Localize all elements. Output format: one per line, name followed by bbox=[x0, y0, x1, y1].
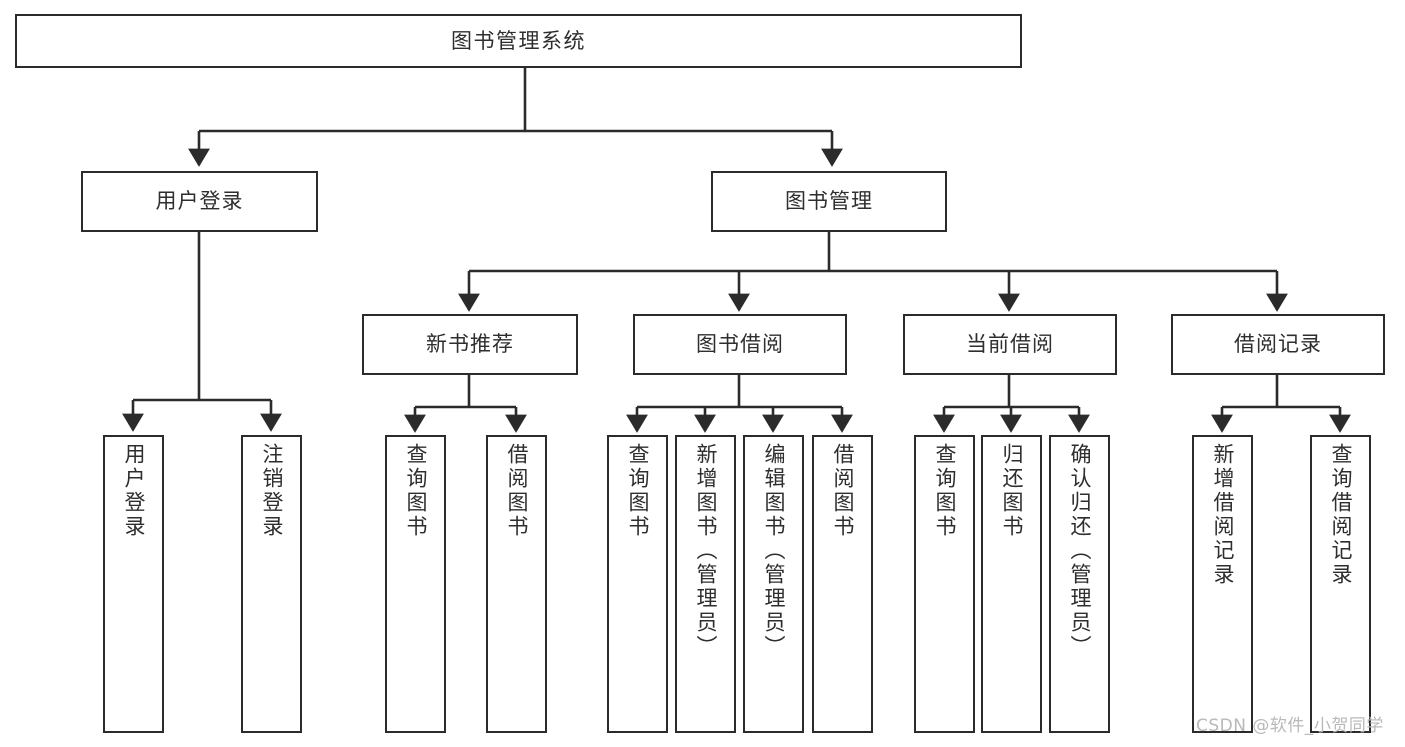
node-current-borrow[interactable]: 当前借阅 bbox=[903, 314, 1117, 375]
node-label: 借阅图书 bbox=[505, 443, 529, 539]
leaf-borrow-add-book-admin[interactable]: 新增图书（管理员） bbox=[675, 435, 736, 733]
node-label: 借阅记录 bbox=[1234, 332, 1322, 357]
node-label: 新增图书（管理员） bbox=[694, 443, 718, 659]
leaf-logout[interactable]: 注销登录 bbox=[241, 435, 302, 733]
node-label: 确认归还（管理员） bbox=[1068, 443, 1092, 659]
node-new-book-recommend[interactable]: 新书推荐 bbox=[362, 314, 578, 375]
leaf-user-login[interactable]: 用户登录 bbox=[103, 435, 164, 733]
leaf-recommend-query-book[interactable]: 查询图书 bbox=[385, 435, 446, 733]
node-borrow-record[interactable]: 借阅记录 bbox=[1171, 314, 1385, 375]
node-label: 查询图书 bbox=[404, 443, 428, 539]
node-label: 编辑图书（管理员） bbox=[762, 443, 786, 659]
node-label: 查询图书 bbox=[933, 443, 957, 539]
leaf-borrow-edit-book-admin[interactable]: 编辑图书（管理员） bbox=[743, 435, 804, 733]
node-label: 注销登录 bbox=[260, 443, 284, 539]
node-label: 查询图书 bbox=[626, 443, 650, 539]
leaf-recommend-borrow-book[interactable]: 借阅图书 bbox=[486, 435, 547, 733]
node-label: 当前借阅 bbox=[966, 332, 1054, 357]
node-label: 用户登录 bbox=[155, 189, 244, 214]
leaf-borrow-borrow-book[interactable]: 借阅图书 bbox=[812, 435, 873, 733]
node-label: 图书管理 bbox=[785, 189, 873, 214]
node-label: 新书推荐 bbox=[426, 332, 514, 357]
leaf-record-add-borrow-record[interactable]: 新增借阅记录 bbox=[1192, 435, 1253, 733]
node-label: 查询借阅记录 bbox=[1329, 443, 1353, 587]
node-label: 用户登录 bbox=[122, 443, 146, 539]
node-label: 图书借阅 bbox=[696, 332, 784, 357]
leaf-borrow-query-book[interactable]: 查询图书 bbox=[607, 435, 668, 733]
node-book-borrow[interactable]: 图书借阅 bbox=[633, 314, 847, 375]
node-label: 新增借阅记录 bbox=[1211, 443, 1235, 587]
node-label: 借阅图书 bbox=[831, 443, 855, 539]
node-root-book-management-system[interactable]: 图书管理系统 bbox=[15, 14, 1022, 68]
leaf-current-return-book[interactable]: 归还图书 bbox=[981, 435, 1042, 733]
node-user-login[interactable]: 用户登录 bbox=[81, 171, 318, 232]
leaf-current-confirm-return-admin[interactable]: 确认归还（管理员） bbox=[1049, 435, 1110, 733]
node-book-management[interactable]: 图书管理 bbox=[711, 171, 947, 232]
csdn-watermark: CSDN @软件_小贺同学 bbox=[1196, 716, 1384, 736]
leaf-current-query-book[interactable]: 查询图书 bbox=[914, 435, 975, 733]
leaf-record-query-borrow-record[interactable]: 查询借阅记录 bbox=[1310, 435, 1371, 733]
node-label: 图书管理系统 bbox=[451, 28, 586, 53]
node-label: 归还图书 bbox=[1000, 443, 1024, 539]
